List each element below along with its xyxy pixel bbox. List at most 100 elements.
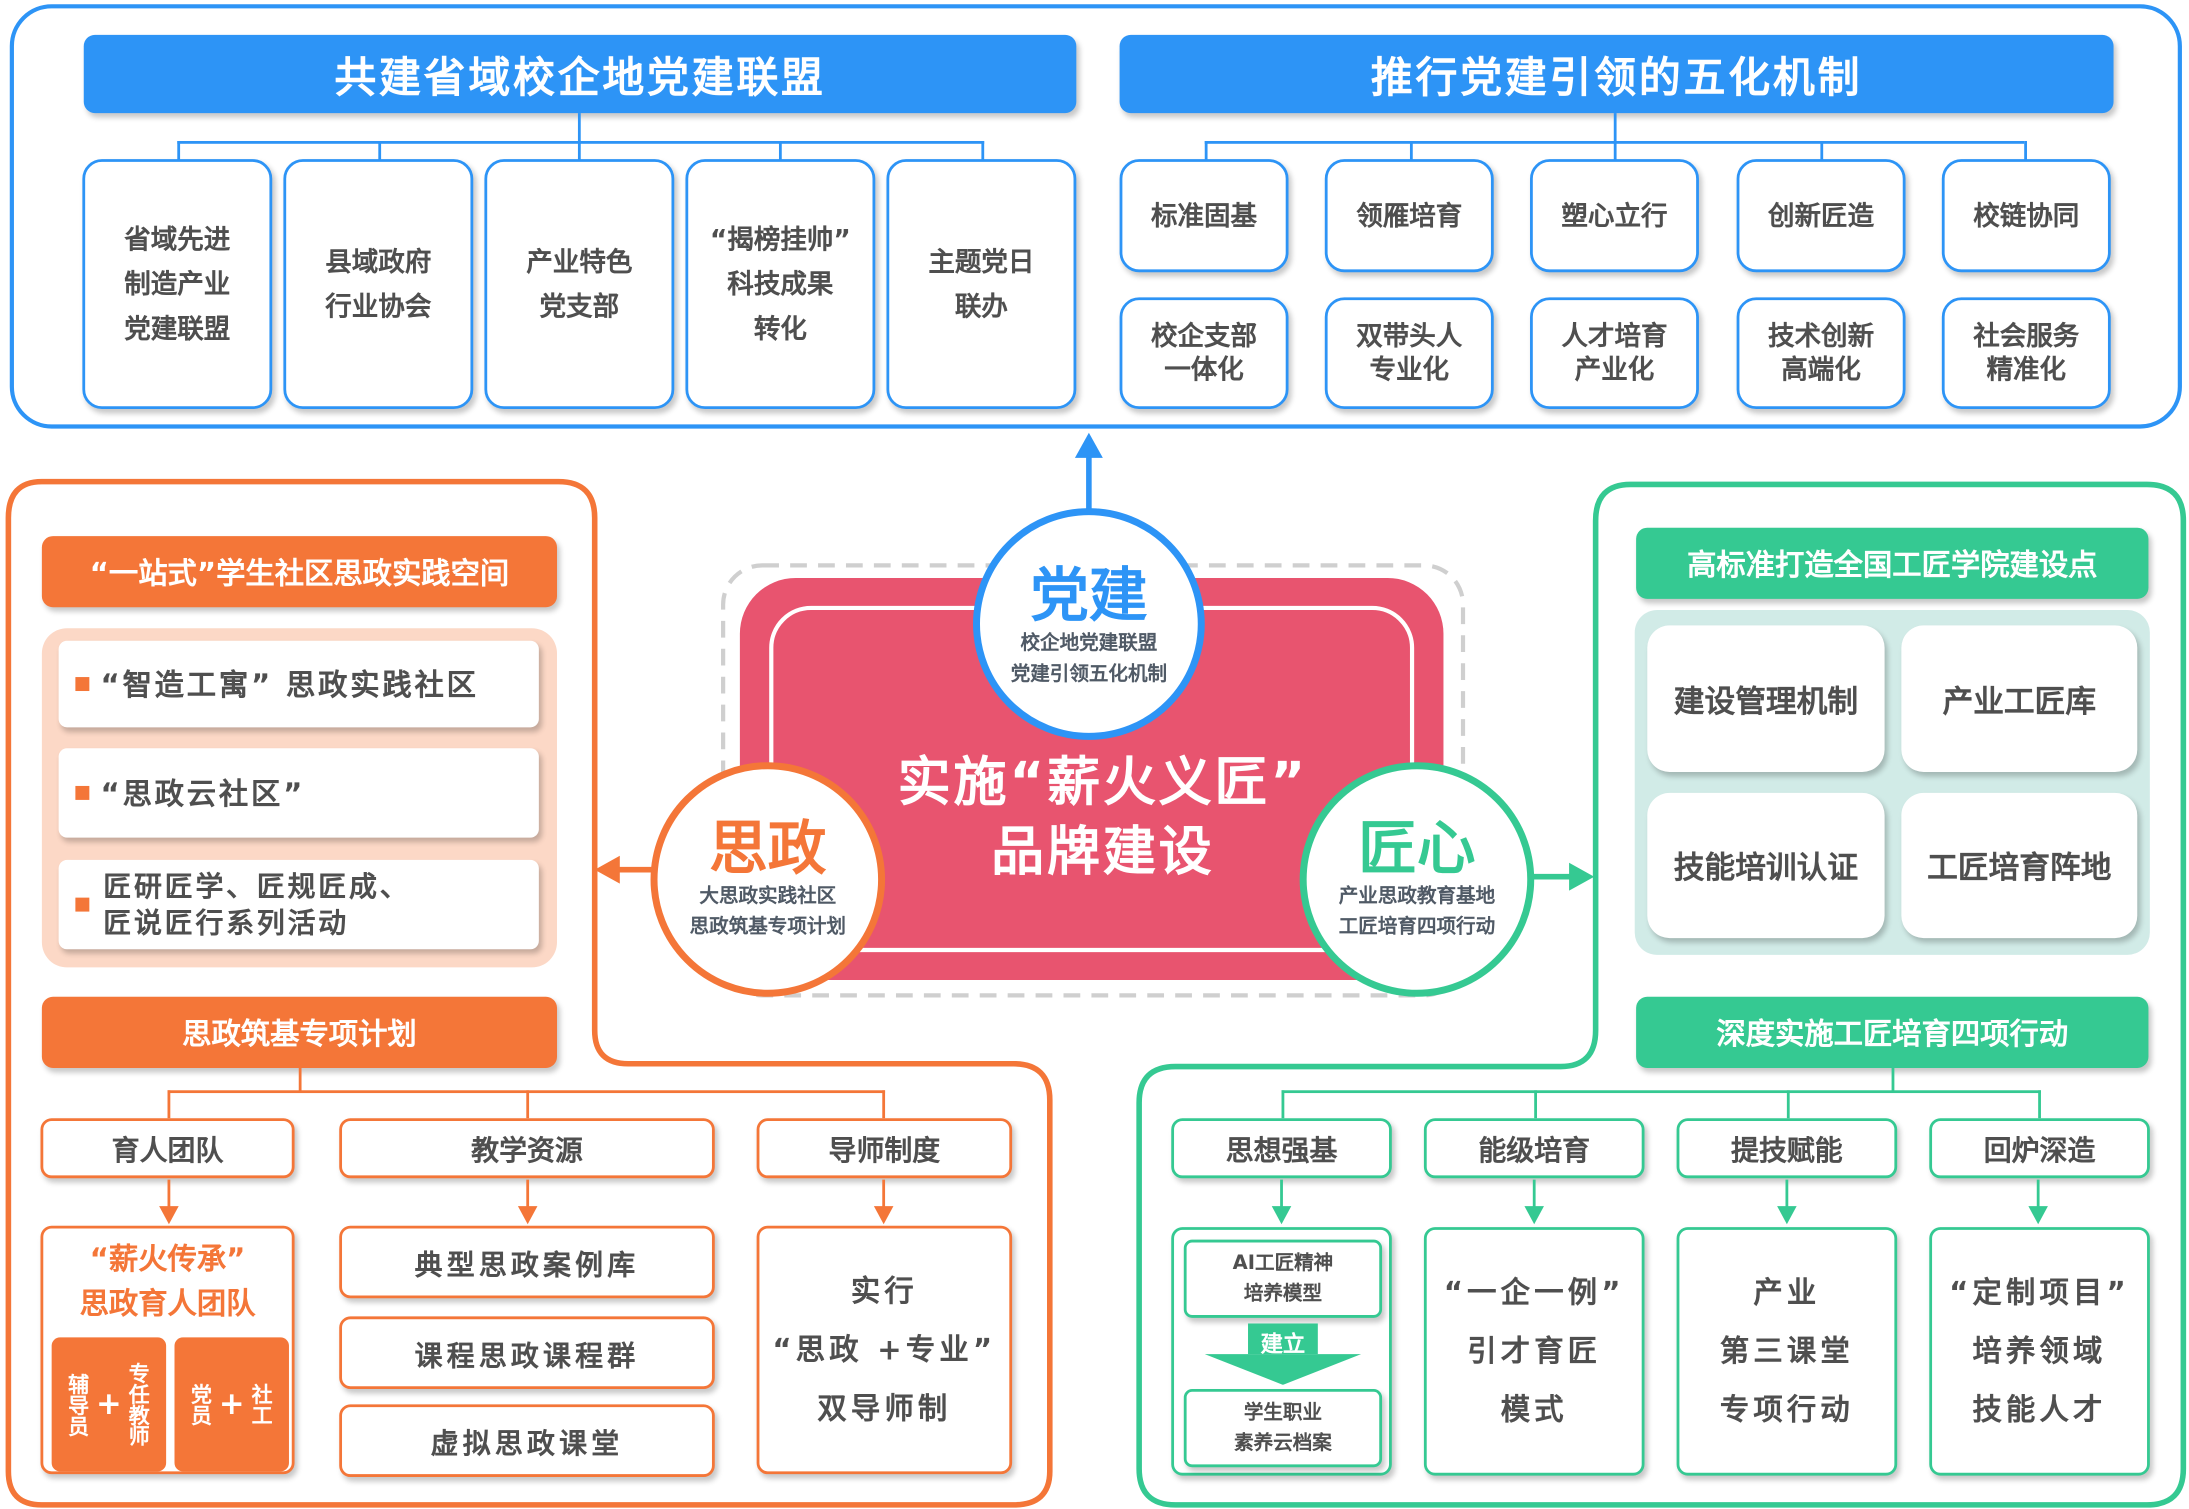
resource-item: 虚拟思政课堂 [339,1404,715,1477]
mechanism-item-line: 校企支部 [1150,321,1258,352]
plan-column-head: 导师制度 [756,1118,1013,1179]
action-head: 能级培育 [1423,1118,1645,1179]
sizheng-title: 思政 [709,813,827,883]
mechanism-item-line: 技术创新 [1768,321,1875,352]
branch-tick [2024,140,2027,161]
alliance-item-line: 党建联盟 [124,313,231,345]
action-detail: “定制项目” 培养领域 技能人才 [1929,1227,2150,1476]
down-arrow-icon [1271,1206,1292,1225]
branch-tick [1409,140,1413,161]
action-detail-line: 技能人才 [1972,1393,2107,1427]
community-item: 匠研匠学、匠规匠成、 匠说匠行系列活动 [58,859,539,950]
action-detail-line: 模式 [1500,1393,1568,1427]
ai-model-line: AI工匠精神 [1232,1252,1334,1275]
mechanism-item-line: 专业化 [1369,354,1450,386]
community-header: “一站式”学生社区思政实践空间 [41,536,558,608]
action-detail-first: AI工匠精神 培养模型 建立 学生职业 素养云档案 [1171,1227,1392,1476]
mechanism-item: 技术创新 高端化 [1736,297,1906,410]
career-archive-box: 学生职业 素养云档案 [1183,1389,1383,1468]
community-item-text: 匠研匠学、匠规匠成、 匠说匠行系列活动 [103,868,410,941]
alliance-item-line: 产业特色 [526,246,633,278]
action-detail: 产业 第三课堂 专项行动 [1676,1227,1898,1476]
plan-connector [298,1067,302,1092]
branch-tick [577,140,581,161]
community-item-text: “智造工寓” 思政实践社区 [100,668,479,703]
alliance-item-line: “揭榜挂帅” [709,224,851,255]
alliance-item-line: 县域政府 [325,246,432,278]
sizheng-line: 大思政实践社区 [699,885,837,908]
establish-label: 建立 [1260,1330,1306,1357]
down-arrow-icon [159,1206,179,1225]
mechanism-connector [1613,113,1617,144]
actions-header: 深度实施工匠培育四项行动 [1636,996,2149,1068]
alliance-item-line: 联办 [954,291,1008,322]
alliance-item: 主题党日 联办 [886,159,1077,410]
jiangxin-circle: 匠心 产业思政教育基地 工匠培育四项行动 [1299,762,1535,997]
plus-icon: + [218,1386,245,1422]
team-title-line: 思政育人团队 [79,1287,256,1321]
mechanism-item: 校链协同 [1941,159,2111,273]
mechanism-item: 校企支部 一体化 [1119,297,1289,410]
alliance-item-line: 科技成果 [727,268,834,300]
mentor-line: 双导师制 [817,1391,952,1426]
branch-tick [882,1090,886,1119]
branch-tick [2038,1090,2041,1119]
resource-item: 课程思政课程群 [339,1316,715,1390]
action-detail-line: “定制项目” [1949,1275,2131,1310]
brand-title-line: 实施“薪火义匠” [897,751,1309,813]
branch-tick [526,1090,530,1119]
action-detail: “一企一例” 引才育匠 模式 [1423,1227,1645,1476]
alliance-item-line: 转化 [753,313,807,345]
branch-tick [1204,140,1208,161]
square-bullet-icon [75,677,90,692]
resource-item: 典型思政案例库 [339,1225,715,1299]
mechanism-item-line: 人才培育 [1561,321,1668,352]
plus-icon: + [96,1386,122,1422]
mentor-line: 实行 [850,1274,918,1309]
mechanism-item: 领雁培育 [1324,159,1494,273]
action-detail-line: 引才育匠 [1467,1334,1602,1369]
alliance-item: “揭榜挂帅” 科技成果 转化 [685,159,876,410]
action-head: 回炉深造 [1929,1118,2150,1179]
alliance-item-line: 主题党日 [928,246,1035,278]
academy-item: 技能培训认证 [1647,792,1885,939]
dangjian-title: 党建 [1030,561,1148,630]
brand-title-line: 品牌建设 [991,820,1215,883]
party-building-panel [9,4,2182,429]
plan-column-head: 育人团队 [40,1118,295,1179]
mechanism-item: 社会服务 精准化 [1941,297,2111,410]
branch-tick [1786,1090,1790,1119]
orange-panel-outline [5,478,1053,1508]
actions-connector [1891,1067,1895,1092]
mechanism-item-line: 高端化 [1781,354,1861,386]
mechanism-item: 标准固基 [1119,159,1289,273]
brand-title: 实施“薪火义匠” 品牌建设 [782,740,1424,894]
mechanism-item-line: 一体化 [1164,354,1244,386]
mechanism-item: 创新匠造 [1736,159,1906,273]
plan-header: 思政筑基专项计划 [41,996,558,1068]
action-head: 提技赋能 [1676,1118,1898,1179]
jiangxin-line: 工匠培育四项行动 [1338,915,1496,939]
mechanism-item-line: 精准化 [1986,354,2067,386]
ai-model-box: AI工匠精神 培养模型 [1183,1239,1383,1318]
mechanism-item-line: 产业化 [1574,354,1655,386]
team-member-label: 辅导员 [65,1372,91,1436]
jiangxin-line: 产业思政教育基地 [1338,885,1496,908]
branch-tick [1281,1090,1285,1119]
mechanism-item: 塑心立行 [1530,159,1699,273]
alliance-item-line: 行业协会 [325,291,432,322]
team-group-party: 党员 + 社工 [174,1337,289,1472]
alliance-connector [577,113,581,144]
dangjian-circle: 党建 校企地党建联盟 党建引领五化机制 [973,508,1205,740]
career-archive-line: 素养云档案 [1234,1432,1332,1455]
action-detail-line: 培养领域 [1972,1334,2107,1369]
alliance-item: 产业特色 党支部 [484,159,675,410]
sizheng-circle: 思政 大思政实践社区 思政筑基专项计划 [650,762,886,997]
action-detail-line: 产业 [1753,1275,1821,1310]
academy-header: 高标准打造全国工匠学院建设点 [1636,527,2149,599]
actions-branch [1281,1090,2041,1094]
ai-model-line: 培养模型 [1243,1282,1323,1306]
team-member-label: 专任教师 [125,1362,152,1447]
